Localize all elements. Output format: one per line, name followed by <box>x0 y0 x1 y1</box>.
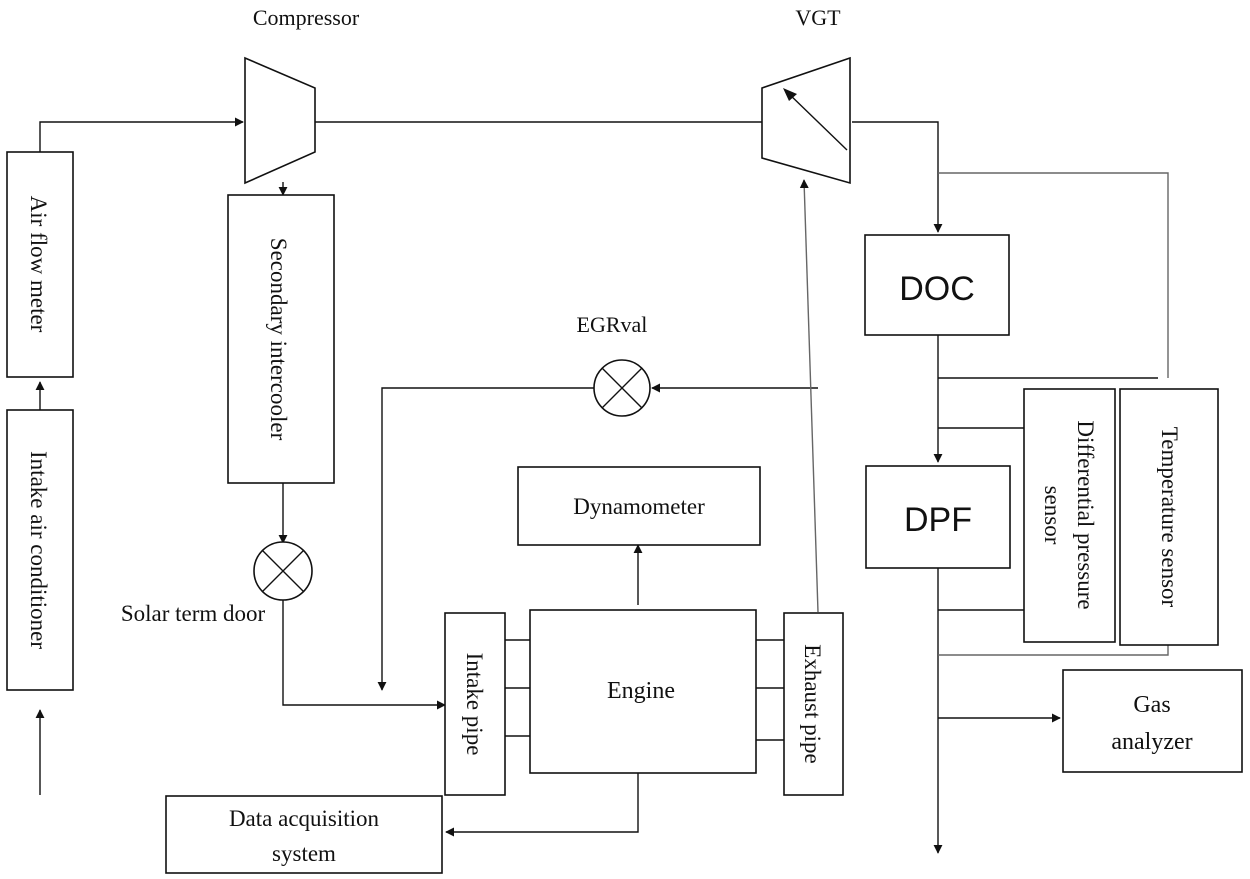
air-flow-meter: Air flow meter <box>6 151 74 378</box>
engine: Engine <box>529 609 757 774</box>
intake-pipe: Intake pipe <box>444 612 506 796</box>
gas-analyzer-label-line1: Gas <box>1133 692 1170 718</box>
compressor-shape <box>244 56 316 185</box>
vgt: VGT <box>761 5 851 185</box>
differential-pressure-sensor-label-line1: Differential pressure <box>1073 420 1098 609</box>
intake-air-conditioner: Intake air conditioner <box>6 409 74 691</box>
compressor: Compressor <box>244 5 360 185</box>
doc: DOC <box>864 234 1010 336</box>
temperature-sensor: Temperature sensor <box>1119 388 1219 646</box>
air-flow-meter-box <box>6 151 74 378</box>
dpf: DPF <box>865 465 1011 569</box>
intake-pipe-box <box>444 612 506 796</box>
egr-to-intake-arrow <box>377 387 595 691</box>
engine-label: Engine <box>607 678 675 704</box>
temperature-tap-downstream-line <box>938 645 1169 656</box>
dpf-box <box>865 465 1011 569</box>
solar-term-door: Solar term door <box>121 541 313 626</box>
meter-to-compressor-arrow <box>39 117 244 152</box>
intake-air-conditioner-box <box>6 409 74 691</box>
gas-analyzer-label-line2: analyzer <box>1111 729 1192 755</box>
intake-pipe-label: Intake pipe <box>462 653 487 756</box>
secondary-intercooler: Secondary intercooler <box>227 194 335 484</box>
doc-label: DOC <box>899 270 975 308</box>
engine-to-daq-arrow <box>445 773 639 837</box>
differential-pressure-sensor-box <box>1023 388 1116 643</box>
exhaust-runners <box>756 639 784 741</box>
secondary-intercooler-box <box>227 194 335 484</box>
differential-pressure-sensor-label-line2: sensor <box>1040 486 1065 545</box>
secondary-intercooler-label: Secondary intercooler <box>266 238 291 441</box>
compressor-label: Compressor <box>253 5 360 30</box>
data-acquisition-label-line2: system <box>272 841 336 866</box>
vgt-label: VGT <box>795 5 841 30</box>
vgt-variable-arrow-icon <box>785 90 848 151</box>
exhaust-pipe: Exhaust pipe <box>783 612 844 796</box>
air-flow-meter-label: Air flow meter <box>26 196 51 333</box>
temperature-sensor-label: Temperature sensor <box>1157 427 1182 608</box>
exhaust-pipe-box <box>783 612 844 796</box>
intake-runners <box>505 639 530 737</box>
differential-pressure-sensor: Differential pressure sensor <box>1023 388 1116 643</box>
connections <box>35 117 1169 854</box>
data-acquisition-box <box>165 795 443 874</box>
egr-valve-cross-icon <box>601 367 643 409</box>
egr-valve-label: EGRval <box>577 312 648 337</box>
doc-box <box>864 234 1010 336</box>
dynamometer-label: Dynamometer <box>573 494 705 519</box>
vgt-to-doc-arrow <box>852 121 943 233</box>
temperature-sensor-box <box>1119 388 1219 646</box>
solar-term-door-cross-icon <box>261 549 305 593</box>
gas-analyzer: Gas analyzer <box>1062 669 1243 773</box>
exhaust-to-vgt-arrow <box>799 179 819 613</box>
door-to-intake-arrow <box>282 593 446 710</box>
egr-valve: EGRval <box>577 312 651 417</box>
exhaust-pipe-label: Exhaust pipe <box>800 644 825 763</box>
gas-analyzer-box <box>1062 669 1243 773</box>
engine-box <box>529 609 757 774</box>
data-acquisition-label-line1: Data acquisition <box>229 806 380 831</box>
intake-air-conditioner-label: Intake air conditioner <box>26 451 51 649</box>
vgt-shape <box>761 56 851 185</box>
dpf-label: DPF <box>904 501 972 539</box>
temperature-tap-upstream-line <box>938 172 1169 378</box>
dynamometer-box <box>517 466 761 546</box>
vgt-arrowhead-icon <box>783 88 797 101</box>
data-acquisition-system: Data acquisition system <box>165 795 443 874</box>
dynamometer: Dynamometer <box>517 466 761 546</box>
solar-term-door-label: Solar term door <box>121 601 266 626</box>
